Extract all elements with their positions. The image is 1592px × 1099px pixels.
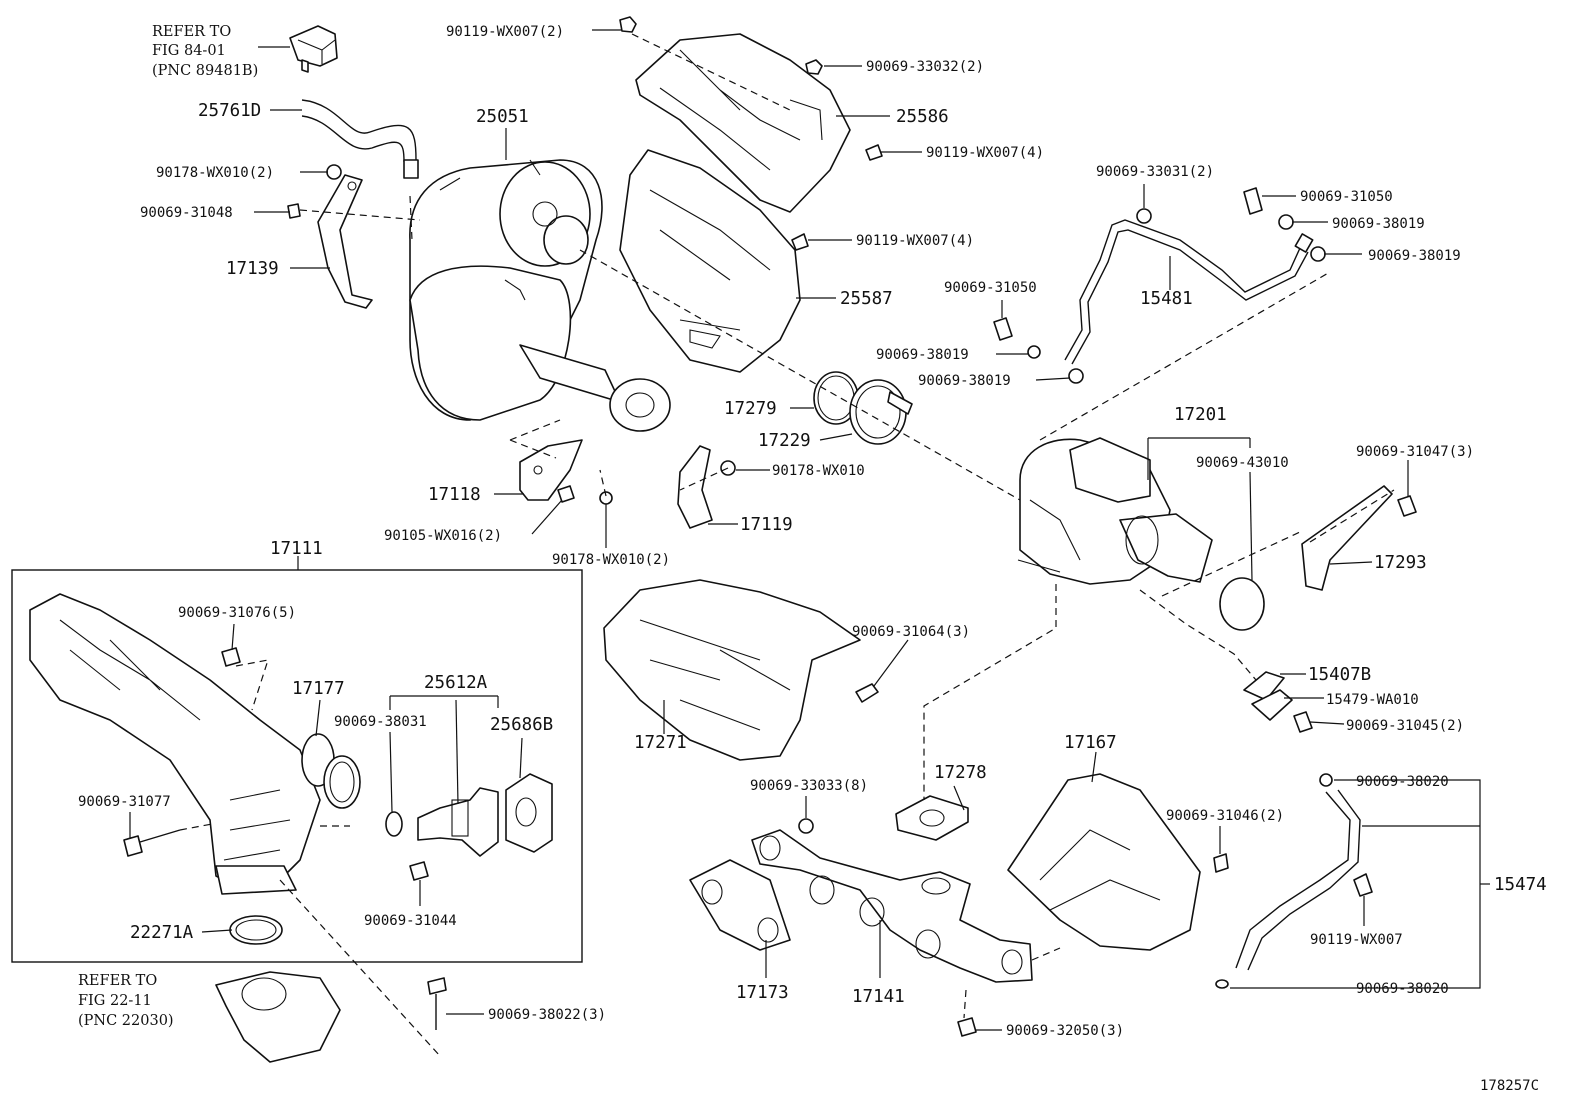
reference-top-line-2: FIG 84-01 [152, 43, 226, 59]
label-15479-WA010: 15479-WA010 [1326, 692, 1419, 708]
reference-top-line-1: REFER TO [152, 24, 231, 40]
bracket-17118-drawing [519, 439, 583, 501]
gasket-22271A-drawing [229, 915, 283, 945]
label-90069-38031: 90069-38031 [334, 714, 427, 730]
label-90069-33033-8: 90069-33033(8) [750, 778, 868, 794]
label-90069-33031-2: 90069-33031(2) [1096, 164, 1214, 180]
label-90069-43010: 90069-43010 [1196, 455, 1289, 471]
label-90178-WX010: 90178-WX010 [772, 463, 865, 479]
heat-insulator-25587-drawing [619, 149, 801, 373]
label-17118: 17118 [428, 485, 481, 505]
gasket-25686B-drawing [505, 773, 553, 853]
label-90069-31064-3: 90069-31064(3) [852, 624, 970, 640]
label-25586: 25586 [896, 107, 949, 127]
reference-note-bottom: REFER TO FIG 22-11 (PNC 22030) [78, 973, 174, 1029]
label-25612A: 25612A [424, 673, 488, 693]
label-90069-38020b: 90069-38020 [1356, 981, 1449, 997]
label-90069-38019d: 90069-38019 [918, 373, 1011, 389]
reference-bottom-line-3: (PNC 22030) [78, 1013, 174, 1029]
oil-tube-15481-drawing [1064, 219, 1314, 365]
hose-25761D-drawing [301, 99, 419, 179]
label-17167: 17167 [1064, 733, 1117, 753]
label-25686B: 25686B [490, 715, 553, 735]
gasket-17177-drawing [301, 733, 361, 809]
bracket-17119-drawing [677, 445, 713, 529]
reference-top-line-3: (PNC 89481B) [152, 63, 258, 79]
label-15481: 15481 [1140, 289, 1193, 309]
label-90069-33032-2: 90069-33032(2) [866, 59, 984, 75]
label-90069-38019c: 90069-38019 [876, 347, 969, 363]
label-25051: 25051 [476, 107, 529, 127]
alignment-lines [179, 33, 1395, 1057]
label-17293: 17293 [1374, 553, 1427, 573]
label-90178-WX010-2b: 90178-WX010(2) [552, 552, 670, 568]
label-17279: 17279 [724, 399, 777, 419]
gasket-17173-drawing [689, 859, 791, 951]
leader-lines [129, 29, 1490, 1031]
label-90069-31045-2: 90069-31045(2) [1346, 718, 1464, 734]
label-17201: 17201 [1174, 405, 1227, 425]
fastener-drawings [123, 16, 1417, 1037]
reference-bottom-line-2: FIG 22-11 [78, 993, 152, 1009]
label-90069-31050a: 90069-31050 [1300, 189, 1393, 205]
label-17141: 17141 [852, 987, 905, 1007]
label-22271A: 22271A [130, 923, 194, 943]
heat-insulator-25586-drawing [635, 33, 851, 213]
label-25587: 25587 [840, 289, 893, 309]
bracket-17139-drawing [317, 174, 373, 309]
label-90119-WX007: 90119-WX007 [1310, 932, 1403, 948]
gasket-17278-drawing [895, 795, 969, 841]
label-90069-38022-3: 90069-38022(3) [488, 1007, 606, 1023]
label-90069-38019a: 90069-38019 [1332, 216, 1425, 232]
reference-bottom-line-1: REFER TO [78, 973, 157, 989]
o-ring-90069-38031-drawing [385, 811, 403, 837]
sensor-connector-drawing [289, 25, 338, 73]
heat-insulator-17271-drawing [603, 579, 861, 761]
clamp-17229-drawing [849, 379, 913, 445]
exhaust-manifold-17141-drawing [751, 829, 1033, 983]
valve-25612A-drawing [417, 787, 499, 857]
label-90069-31046-2: 90069-31046(2) [1166, 808, 1284, 824]
oil-tube-15474-drawing [1235, 789, 1361, 971]
label-17229: 17229 [758, 431, 811, 451]
label-90178-WX010-2a: 90178-WX010(2) [156, 165, 274, 181]
label-15474: 15474 [1494, 875, 1547, 895]
label-25761D: 25761D [198, 101, 261, 121]
label-90119-WX007-2: 90119-WX007(2) [446, 24, 564, 40]
gasket-15407B-drawing [1243, 671, 1293, 721]
label-15407B: 15407B [1308, 665, 1371, 685]
turbocharger-17201-drawing [1017, 437, 1213, 585]
label-90119-WX007-4b: 90119-WX007(4) [856, 233, 974, 249]
label-17111: 17111 [270, 539, 323, 559]
part-labels: 25761D 25051 90119-WX007(2) 90069-33032(… [78, 24, 1547, 1039]
label-17119: 17119 [740, 515, 793, 535]
heat-insulator-17167-drawing [1007, 773, 1201, 951]
label-17177: 17177 [292, 679, 345, 699]
bracket-17293-drawing [1301, 485, 1393, 591]
label-90105-WX016-2: 90105-WX016(2) [384, 528, 502, 544]
label-90069-38019b: 90069-38019 [1368, 248, 1461, 264]
label-90119-WX007-4a: 90119-WX007(4) [926, 145, 1044, 161]
diagram-id: 178257C [1480, 1078, 1539, 1094]
throttle-body-drawing [215, 971, 341, 1063]
gasket-90069-43010-drawing [1219, 577, 1265, 631]
label-90069-31048: 90069-31048 [140, 205, 233, 221]
label-17139: 17139 [226, 259, 279, 279]
label-90069-32050-3: 90069-32050(3) [1006, 1023, 1124, 1039]
label-17173: 17173 [736, 983, 789, 1003]
label-90069-38020a: 90069-38020 [1356, 774, 1449, 790]
label-90069-31050b: 90069-31050 [944, 280, 1037, 296]
label-17271: 17271 [634, 733, 687, 753]
intake-group-box [11, 569, 583, 963]
label-17278: 17278 [934, 763, 987, 783]
reference-note-top: REFER TO FIG 84-01 (PNC 89481B) [152, 24, 258, 79]
label-90069-31047-3: 90069-31047(3) [1356, 444, 1474, 460]
label-90069-31076-5: 90069-31076(5) [178, 605, 296, 621]
catalytic-converter-25051-drawing [409, 159, 671, 432]
label-90069-31044: 90069-31044 [364, 913, 457, 929]
intake-manifold-17111-drawing [29, 593, 321, 895]
label-90069-31077: 90069-31077 [78, 794, 171, 810]
